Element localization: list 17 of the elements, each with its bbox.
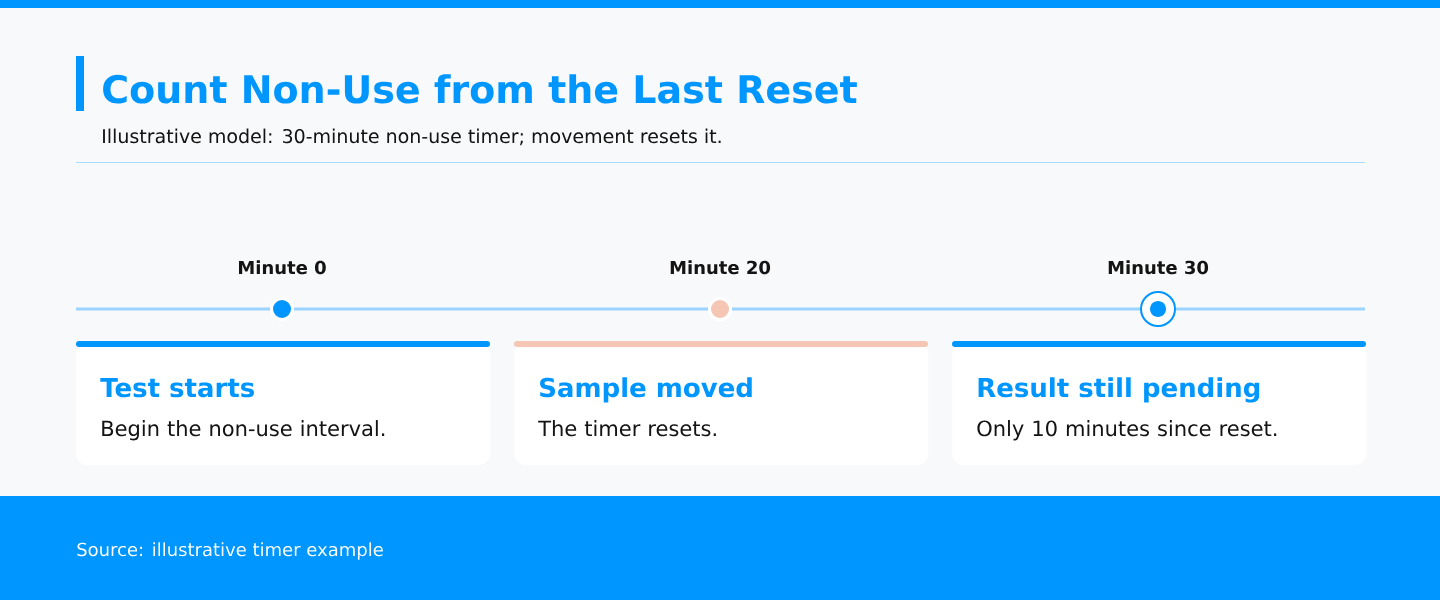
card xyxy=(76,341,491,466)
card-heading: Test starts xyxy=(100,378,254,398)
title: Count Non-Use from the Last Reset xyxy=(103,74,857,104)
card xyxy=(514,341,929,466)
subtitle: Illustrative model: 30-minute non-use timer; movement resets it. xyxy=(103,128,721,146)
card-text: Only 10 minutes since reset. xyxy=(977,420,1277,441)
card-text: The timer resets. xyxy=(538,420,716,437)
timeline-line xyxy=(732,307,1140,311)
source-note: Source: illustrative timer example xyxy=(77,542,383,560)
card-heading: Result still pending xyxy=(978,377,1260,403)
card-heading: Sample moved xyxy=(540,377,752,403)
card-text: Begin the non-use interval. xyxy=(102,420,385,441)
timeline-line xyxy=(294,307,708,311)
time-label: Minute 30 xyxy=(1108,260,1209,275)
time-label: Minute 0 xyxy=(239,260,326,275)
card xyxy=(952,341,1367,466)
time-label: Minute 20 xyxy=(670,260,771,275)
